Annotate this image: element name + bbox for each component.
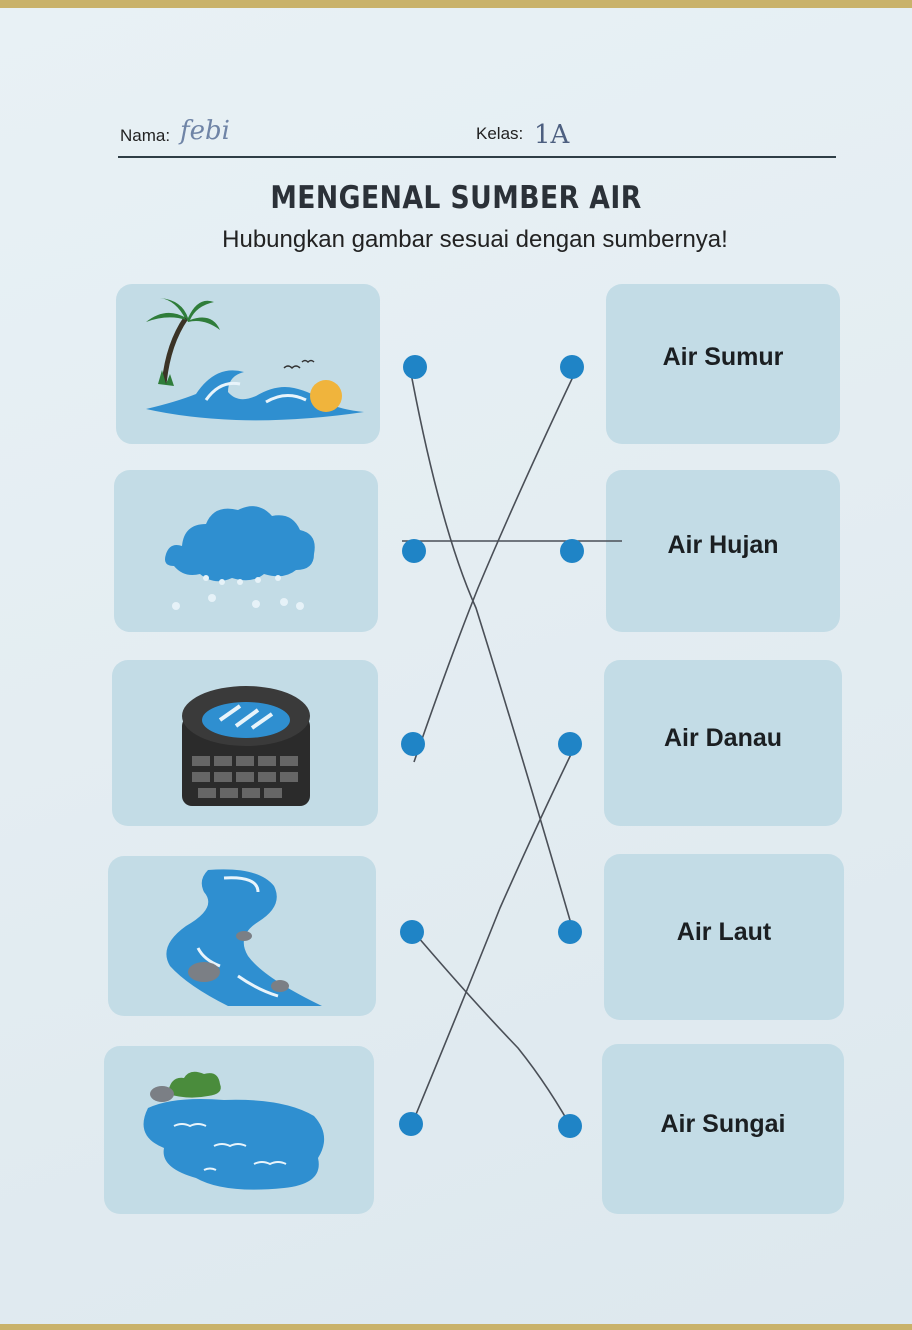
pencil-line-lake-to-danau: [411, 743, 577, 1125]
class-value-handwritten: 1A: [534, 120, 570, 150]
picture-card-river[interactable]: [108, 856, 376, 1016]
label-text: Air Sungai: [660, 1109, 786, 1138]
matching-lines-layer: [399, 355, 622, 1138]
sea-wave-palm-icon: [146, 298, 364, 421]
dot-right-2: [560, 539, 584, 563]
dot-right-4: [558, 920, 582, 944]
worksheet-instruction: Hubungkan gambar sesuai dengan sumbernya…: [222, 226, 728, 253]
lake-icon: [143, 1071, 325, 1190]
label-text: Air Laut: [676, 917, 772, 946]
dot-left-4: [400, 920, 424, 944]
well-icon: [182, 686, 310, 806]
river-icon: [166, 869, 322, 1006]
worksheet-title: MENGENAL SUMBER AIR: [270, 180, 642, 216]
class-label: Kelas:: [476, 124, 524, 143]
pencil-line-well-to-sumur: [413, 361, 581, 763]
dot-right-5: [558, 1114, 582, 1138]
label-text: Air Hujan: [667, 530, 779, 559]
dot-right-1: [560, 355, 584, 379]
label-card-air-sungai[interactable]: Air Sungai: [602, 1044, 844, 1214]
rain-cloud-icon: [165, 506, 315, 610]
picture-card-rain[interactable]: [114, 470, 378, 632]
label-card-air-laut[interactable]: Air Laut: [604, 854, 844, 1020]
label-card-air-danau[interactable]: Air Danau: [604, 660, 842, 826]
name-label: Nama:: [120, 126, 171, 145]
name-value-handwritten: febi: [180, 116, 230, 146]
picture-card-sea[interactable]: [116, 284, 380, 444]
worksheet-page: Nama: febi Kelas: 1A MENGENAL SUMBER AIR…: [0, 8, 912, 1324]
label-text: Air Danau: [663, 723, 783, 752]
dot-left-3: [401, 732, 425, 756]
dot-right-3: [558, 732, 582, 756]
pencil-line-river-to-sungai: [411, 929, 577, 1137]
dot-left-2: [402, 539, 426, 563]
label-text: Air Sumur: [662, 342, 784, 371]
student-info-row: Nama: febi Kelas: 1A: [118, 116, 836, 158]
picture-card-lake[interactable]: [104, 1046, 374, 1214]
pencil-line-sea-to-laut: [409, 367, 575, 935]
label-card-air-sumur[interactable]: Air Sumur: [606, 284, 840, 444]
dot-left-5: [399, 1112, 423, 1136]
picture-card-well[interactable]: [112, 660, 378, 826]
label-card-air-hujan[interactable]: Air Hujan: [606, 470, 840, 632]
dot-left-1: [403, 355, 427, 379]
